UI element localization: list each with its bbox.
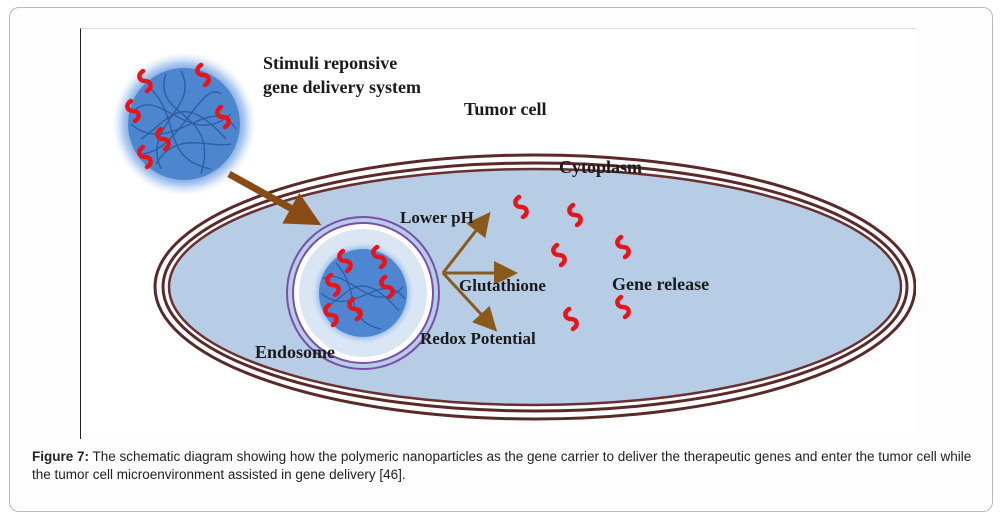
diagram: Stimuli reponsive gene delivery system T… bbox=[80, 28, 916, 439]
caption-text: The schematic diagram showing how the po… bbox=[32, 449, 972, 482]
endosome bbox=[286, 216, 440, 370]
label-cytoplasm: Cytoplasm bbox=[559, 157, 642, 177]
figure-caption: Figure 7: The schematic diagram showing … bbox=[32, 448, 972, 484]
stimulus-arrows bbox=[441, 211, 518, 332]
diagram-svg: Stimuli reponsive gene delivery system T… bbox=[112, 52, 916, 421]
label-gene-release: Gene release bbox=[612, 274, 709, 294]
label-endosome: Endosome bbox=[255, 342, 335, 362]
entry-arrow bbox=[227, 170, 322, 226]
label-tumor-cell: Tumor cell bbox=[464, 99, 547, 119]
label-system-line1: Stimuli reponsive bbox=[263, 53, 397, 73]
label-system-line2: gene delivery system bbox=[263, 77, 421, 97]
label-lower-ph: Lower pH bbox=[400, 208, 474, 227]
label-redox-potential: Redox Potential bbox=[420, 329, 536, 348]
caption-label: Figure 7: bbox=[32, 449, 90, 464]
label-glutathione: Glutathione bbox=[459, 276, 546, 295]
nanoparticle-free bbox=[112, 52, 256, 196]
